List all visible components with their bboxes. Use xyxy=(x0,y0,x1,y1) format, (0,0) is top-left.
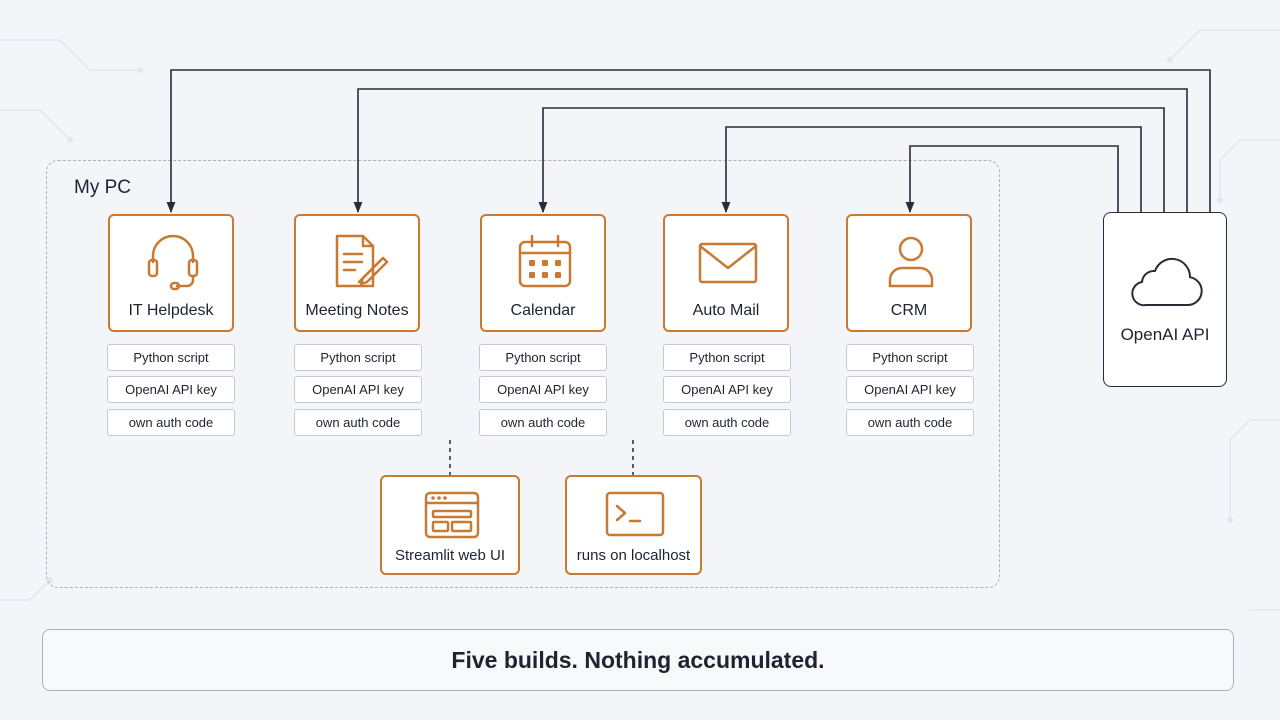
my-pc-label: My PC xyxy=(74,177,131,198)
app-card-it-helpdesk: IT Helpdesk xyxy=(108,214,234,332)
chip-python-script: Python script xyxy=(846,344,974,371)
chip-python-script: Python script xyxy=(294,344,422,371)
terminal-icon xyxy=(605,491,665,537)
document-pen-icon xyxy=(335,234,389,288)
app-name: IT Helpdesk xyxy=(128,302,214,319)
chip-own-auth-code: own auth code xyxy=(846,409,974,436)
chip-openai-api-key: OpenAI API key xyxy=(663,376,791,403)
chip-openai-api-key: OpenAI API key xyxy=(479,376,607,403)
chip-own-auth-code: own auth code xyxy=(479,409,607,436)
app-card-meeting-notes: Meeting Notes xyxy=(294,214,420,332)
tool-name: Streamlit web UI xyxy=(394,547,506,564)
chip-own-auth-code: own auth code xyxy=(663,409,791,436)
footer-banner: Five builds. Nothing accumulated. xyxy=(42,629,1234,691)
chip-python-script: Python script xyxy=(479,344,607,371)
chip-openai-api-key: OpenAI API key xyxy=(107,376,235,403)
tool-card-localhost: runs on localhost xyxy=(565,475,702,575)
chip-own-auth-code: own auth code xyxy=(107,409,235,436)
chip-openai-api-key: OpenAI API key xyxy=(294,376,422,403)
chip-python-script: Python script xyxy=(107,344,235,371)
calendar-icon xyxy=(518,234,572,288)
tool-card-streamlit: Streamlit web UI xyxy=(380,475,520,575)
footer-text: Five builds. Nothing accumulated. xyxy=(451,646,825,673)
openai-api-box: OpenAI API xyxy=(1103,212,1227,387)
cloud-icon xyxy=(1131,257,1203,307)
app-name: Meeting Notes xyxy=(305,302,409,319)
app-name: Calendar xyxy=(510,302,576,319)
chip-python-script: Python script xyxy=(663,344,791,371)
browser-window-icon xyxy=(424,491,480,539)
headset-icon xyxy=(147,234,199,291)
openai-api-label: OpenAI API xyxy=(1120,325,1210,344)
app-name: Auto Mail xyxy=(692,302,760,319)
user-icon xyxy=(888,236,934,288)
chip-own-auth-code: own auth code xyxy=(294,409,422,436)
app-card-auto-mail: Auto Mail xyxy=(663,214,789,332)
chip-openai-api-key: OpenAI API key xyxy=(846,376,974,403)
envelope-icon xyxy=(698,242,758,284)
app-name: CRM xyxy=(890,302,928,319)
app-card-crm: CRM xyxy=(846,214,972,332)
tool-name: runs on localhost xyxy=(576,547,691,564)
app-card-calendar: Calendar xyxy=(480,214,606,332)
